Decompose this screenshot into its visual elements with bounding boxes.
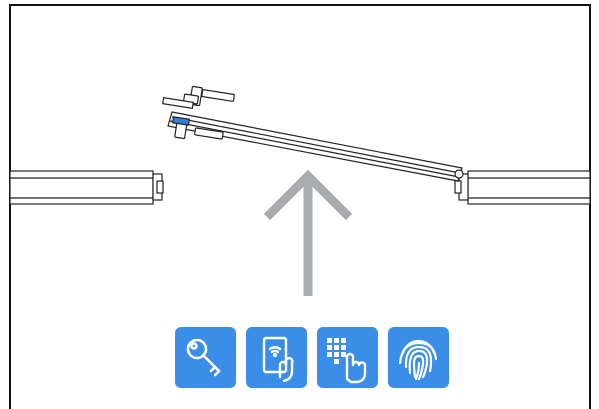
fingerprint-tile [388, 327, 449, 388]
access-method-icons [175, 327, 451, 389]
keypad-tile [317, 327, 378, 388]
right-door-rail [454, 170, 591, 205]
frame-border [9, 4, 591, 409]
keypad-icon [327, 338, 367, 384]
nfc-card-tile [246, 327, 307, 388]
nfc-card-icon [262, 336, 294, 383]
latch-indicator [171, 116, 191, 126]
left-door-rail [9, 170, 164, 205]
fingerprint-icon [398, 339, 438, 381]
up-arrow [263, 169, 353, 296]
door-leaf [167, 111, 464, 182]
key-icon [186, 338, 221, 377]
door-handle [162, 85, 235, 140]
key-tile [175, 327, 236, 388]
